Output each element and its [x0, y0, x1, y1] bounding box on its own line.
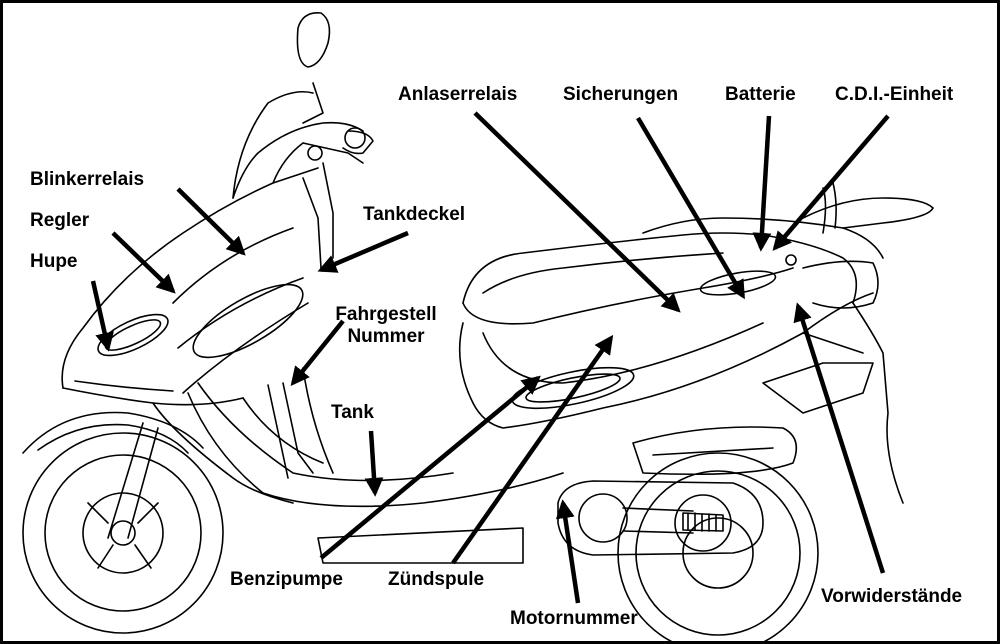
- label-tank: Tank: [331, 402, 374, 423]
- cvt-case: [557, 480, 764, 556]
- steering-column: [232, 121, 364, 199]
- label-fahrgestell-nummer: Fahrgestell Nummer: [321, 304, 451, 348]
- arrow-benzipumpe: [319, 375, 541, 560]
- rear-fender: [762, 362, 874, 414]
- label-benzipumpe: Benzipumpe: [230, 569, 343, 590]
- muffler: [632, 426, 798, 476]
- front-wheel: [22, 432, 224, 634]
- front-fork: [107, 422, 159, 539]
- arrow-blinkerrelais: [176, 187, 246, 256]
- arrow-tank: [364, 430, 384, 497]
- taillight: [802, 260, 879, 309]
- front-mudguard: [22, 411, 204, 454]
- label-vorwiderstaende: Vorwiderstände: [821, 586, 963, 607]
- arrow-zuendspule: [451, 334, 614, 565]
- rear-wheel: [617, 452, 819, 641]
- rear-rack: [802, 197, 934, 229]
- arrow-fahrgestell: [290, 319, 345, 386]
- label-regler: Regler: [30, 210, 90, 231]
- mirror-arm: [302, 82, 324, 124]
- fuel-cap-bolt: [785, 254, 797, 266]
- label-hupe: Hupe: [30, 251, 78, 272]
- arrow-anlaserrelais: [473, 111, 681, 313]
- arrow-regler: [111, 231, 176, 294]
- floorboard: [187, 392, 564, 508]
- arrow-vorwiderstaende: [793, 302, 886, 574]
- arrow-batterie: [752, 115, 772, 252]
- label-anlaserrelais: Anlaserrelais: [398, 84, 518, 105]
- label-fahrgestell-line2: Nummer: [347, 326, 425, 347]
- front-fairing: [61, 167, 319, 389]
- label-blinkerrelais: Blinkerrelais: [30, 169, 145, 190]
- label-motornummer: Motornummer: [510, 608, 638, 629]
- label-cdi-einheit: C.D.I.-Einheit: [835, 84, 954, 105]
- seat: [462, 232, 764, 304]
- arrow-motornummer: [555, 499, 581, 604]
- label-sicherungen: Sicherungen: [563, 84, 679, 105]
- belly-panel: [317, 527, 524, 564]
- arrow-hupe: [90, 280, 114, 352]
- scooter-drawing: [22, 11, 934, 641]
- label-tankdeckel: Tankdeckel: [363, 204, 466, 225]
- arrow-cdi: [772, 114, 890, 251]
- windscreen: [232, 90, 314, 199]
- label-zuendspule: Zündspule: [388, 569, 485, 590]
- front-side-panel: [192, 283, 304, 359]
- label-fahrgestell-line1: Fahrgestell: [335, 304, 437, 325]
- access-hatch: [699, 270, 777, 296]
- arrow-tankdeckel: [317, 230, 409, 273]
- label-batterie: Batterie: [725, 84, 796, 105]
- mirror: [296, 11, 331, 68]
- scooter-outline: [22, 11, 934, 641]
- arrow-sicherungen: [636, 116, 745, 300]
